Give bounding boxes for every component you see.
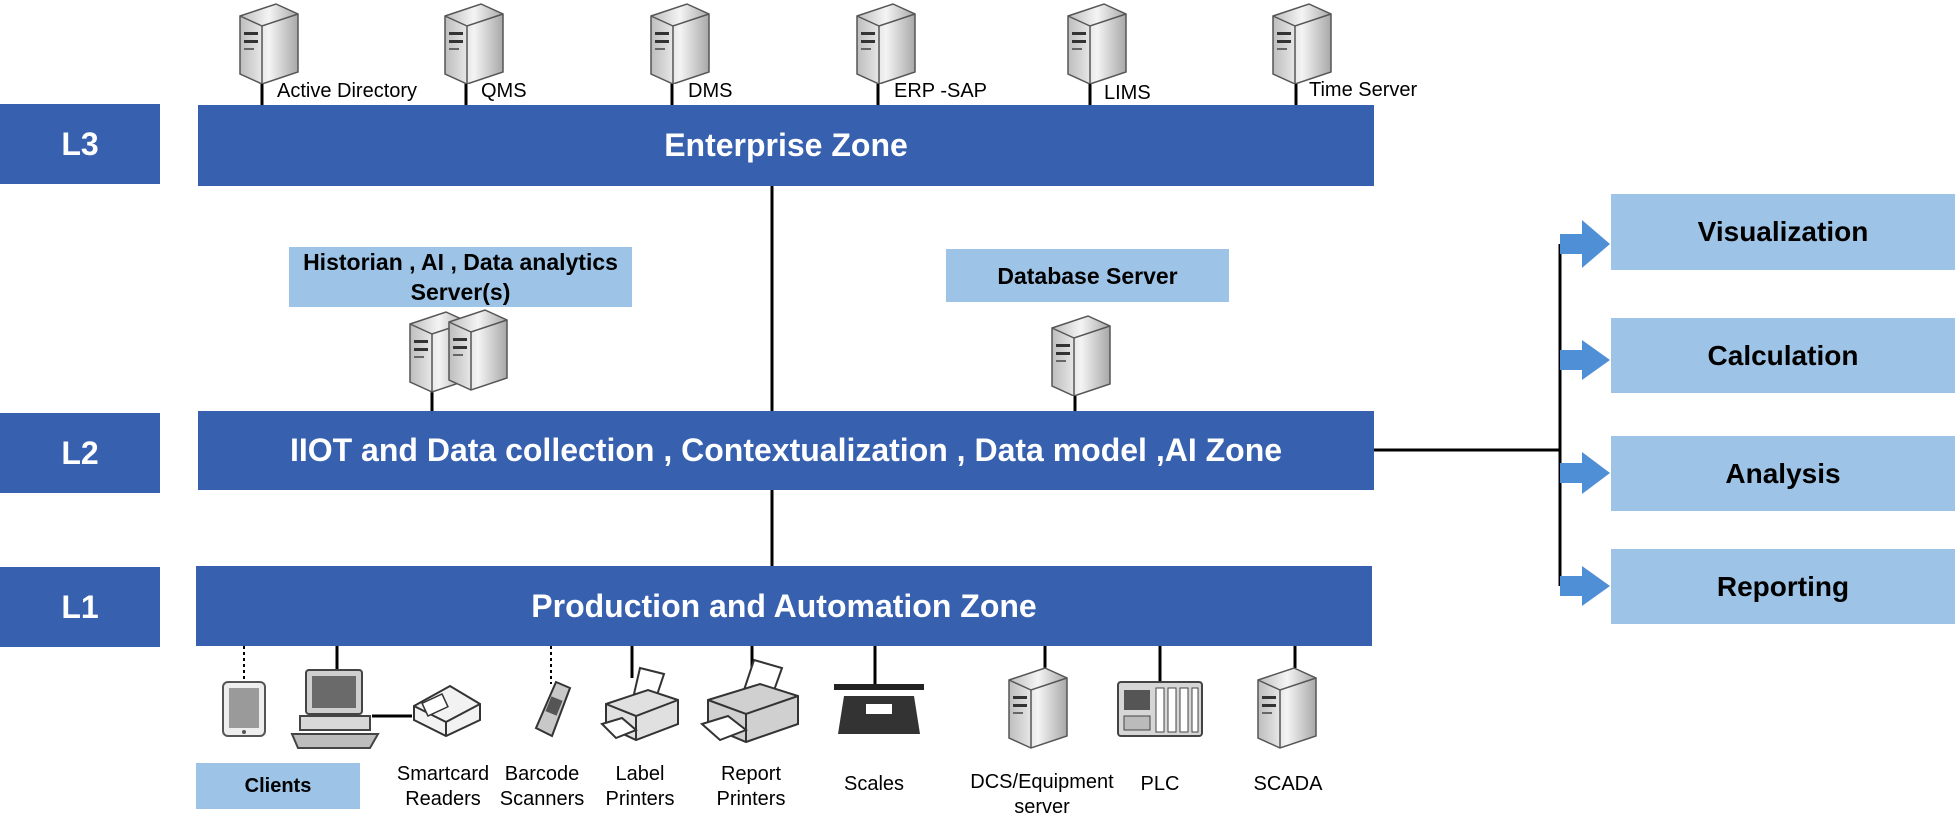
output-calculation: Calculation — [1611, 318, 1955, 393]
barcode-scanner-icon — [534, 680, 572, 738]
plc-icon — [1117, 681, 1203, 737]
caption-line: Printers — [605, 788, 675, 810]
tablet-icon — [222, 681, 266, 737]
server-icon — [444, 3, 504, 84]
server-icon — [1051, 315, 1111, 396]
level-l3-label: L3 — [0, 104, 160, 184]
historian-label-line1: Historian , AI , Data analytics — [303, 249, 618, 275]
server-icon — [1008, 667, 1068, 749]
server-label: ERP -SAP — [894, 80, 987, 102]
caption-line: Readers — [405, 788, 481, 810]
label-printers-caption: Label Printers — [590, 762, 690, 812]
caption-line: Printers — [716, 788, 786, 810]
database-server-label: Database Server — [946, 249, 1229, 302]
dcs-server-caption: DCS/Equipment server — [962, 770, 1122, 820]
scale-icon — [834, 684, 924, 734]
historian-server-label: Historian , AI , Data analytics Server(s… — [289, 247, 632, 307]
server-icon — [1257, 667, 1317, 749]
enterprise-zone: Enterprise Zone — [198, 105, 1374, 186]
historian-label-line2: Server(s) — [410, 279, 511, 305]
caption-line: server — [1014, 796, 1070, 818]
output-visualization: Visualization — [1611, 194, 1955, 270]
arrow-right-icon — [1560, 566, 1610, 606]
server-label: QMS — [481, 80, 527, 102]
caption-line: Label — [615, 763, 665, 785]
output-analysis: Analysis — [1611, 436, 1955, 511]
printer-icon — [700, 658, 799, 744]
caption-line: Barcode — [504, 763, 580, 785]
server-icon — [239, 3, 299, 84]
smartcard-reader-icon — [413, 684, 481, 738]
server-label: Active Directory — [277, 80, 418, 102]
scales-caption: Scales — [843, 773, 905, 795]
server-icon — [448, 309, 508, 391]
scada-caption: SCADA — [1253, 773, 1323, 795]
barcode-scanners-caption: Barcode Scanners — [492, 762, 592, 812]
server-icon — [1272, 3, 1332, 84]
caption-line: Scanners — [499, 788, 585, 810]
iiot-zone: IIOT and Data collection , Contextualiza… — [198, 411, 1374, 490]
server-icon — [856, 3, 916, 84]
plc-caption: PLC — [1140, 773, 1180, 795]
server-label: Time Server — [1309, 79, 1418, 101]
arrow-right-icon — [1560, 452, 1610, 494]
arrow-right-icon — [1560, 340, 1610, 380]
level-l2-label: L2 — [0, 413, 160, 493]
arrow-right-icon — [1560, 220, 1610, 268]
printer-icon — [600, 666, 679, 742]
server-icon — [650, 3, 710, 84]
caption-line: Report — [720, 763, 782, 785]
desktop-computer-icon — [290, 669, 380, 749]
output-reporting: Reporting — [1611, 549, 1955, 624]
production-zone: Production and Automation Zone — [196, 566, 1372, 646]
server-label: LIMS — [1104, 82, 1151, 104]
caption-line: DCS/Equipment — [970, 771, 1114, 793]
report-printers-caption: Report Printers — [701, 762, 801, 812]
caption-line: Smartcard — [396, 763, 490, 785]
server-label: DMS — [688, 80, 733, 102]
server-icon — [1067, 3, 1127, 84]
smartcard-readers-caption: Smartcard Readers — [393, 762, 493, 812]
level-l1-label: L1 — [0, 567, 160, 647]
clients-label: Clients — [196, 763, 360, 809]
